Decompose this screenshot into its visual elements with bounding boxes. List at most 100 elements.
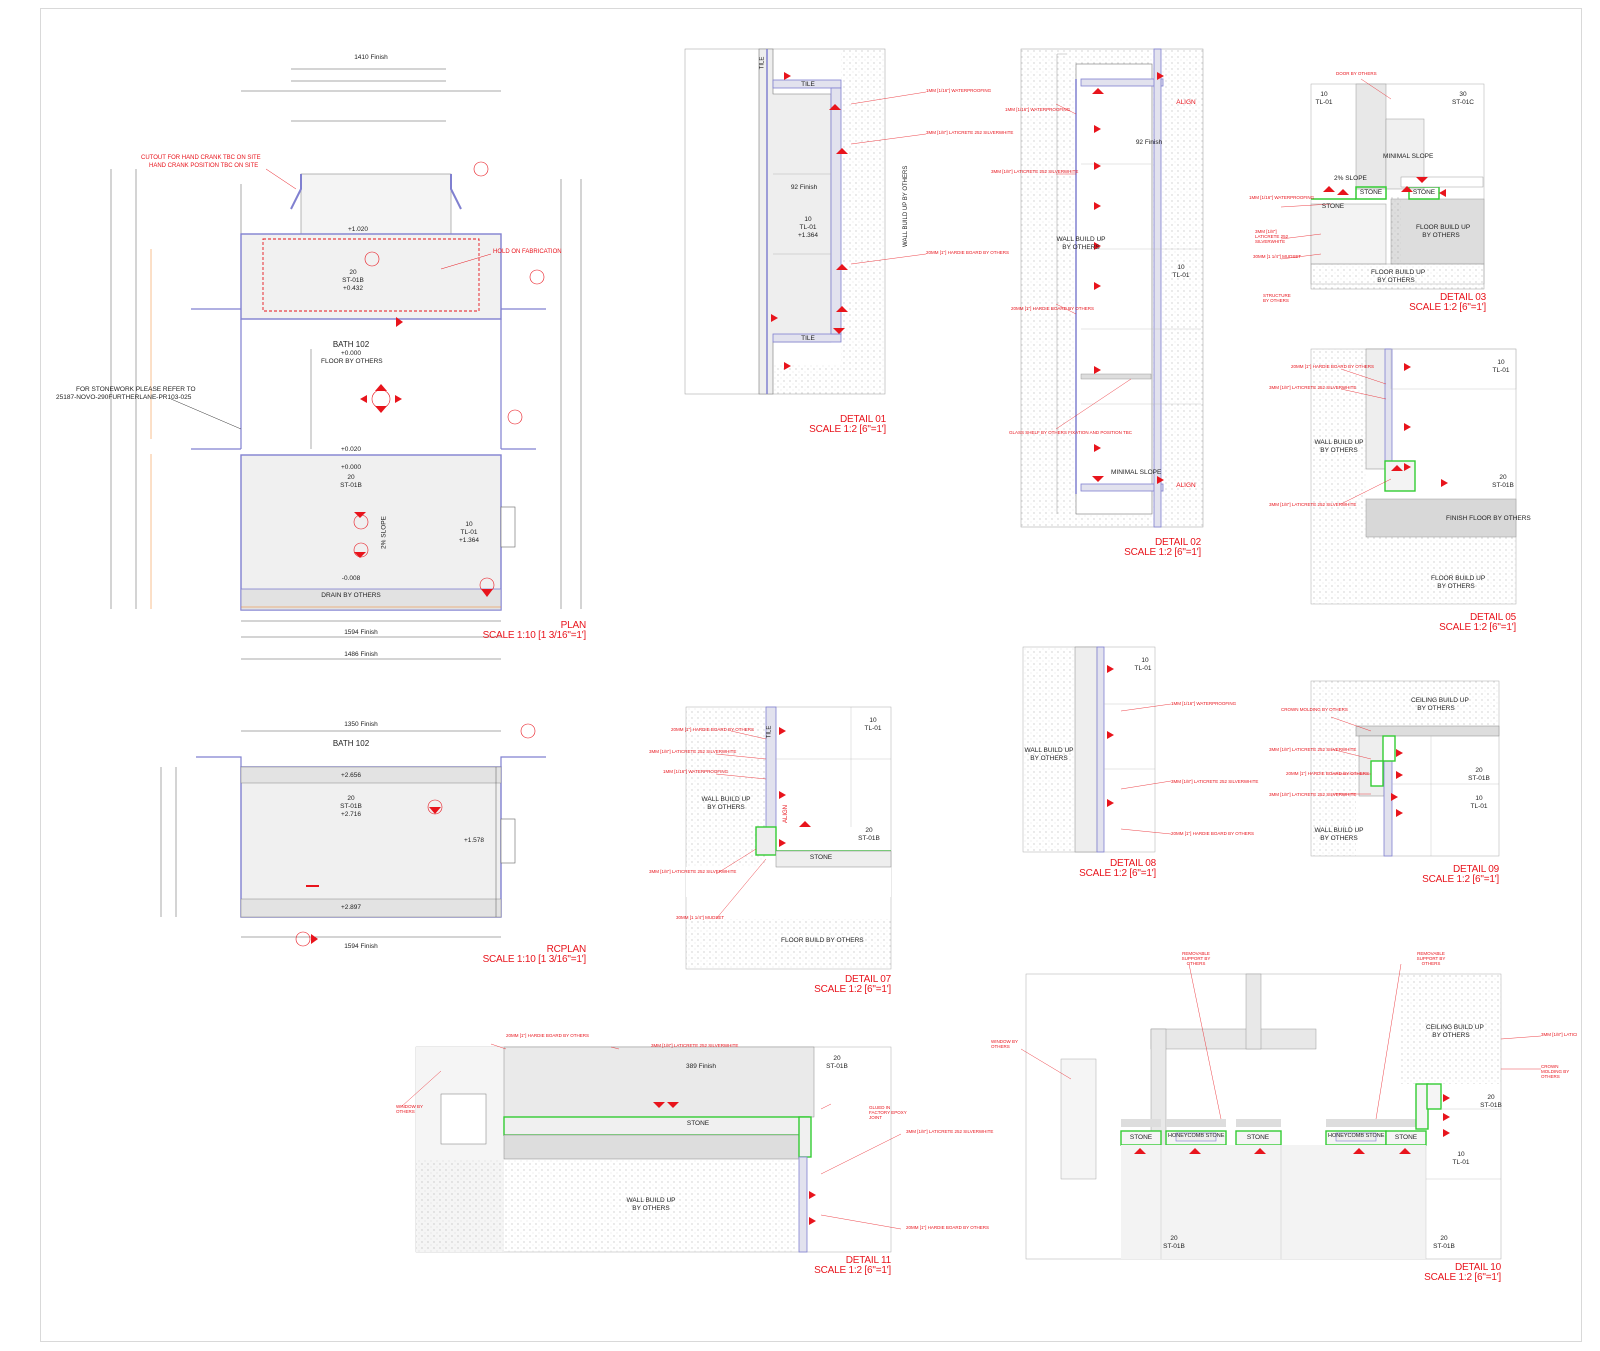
detail-10-material-a: ST-01B <box>1480 1102 1502 1109</box>
detail-03-title-scale: SCALE 1:2 [6"=1'] <box>1409 302 1486 313</box>
detail-01-title: DETAIL 01 SCALE 1:2 [6"=1'] <box>801 415 886 435</box>
detail-05-code-a: 10 <box>1497 359 1505 366</box>
detail-10-stone-3: STONE <box>1394 1134 1418 1141</box>
plan-room-name: BATH 102 <box>332 340 370 349</box>
detail-07-title: DETAIL 07 SCALE 1:2 [6"=1'] <box>806 975 891 995</box>
plan-stonework-note-2: 25187-NOVO-290FURTHERLANE-PR103-025 <box>56 394 192 401</box>
detail-08-note-1: 1MM [1/16"] WATERPROOFING <box>1171 701 1237 706</box>
detail-08-title: DETAIL 08 SCALE 1:2 [6"=1'] <box>1071 859 1156 879</box>
detail-09-view: CEILING BUILD UP BY OTHERS 20 ST-01B 10 … <box>1241 669 1541 899</box>
detail-11-view: 389 Finish 20 ST-01B STONE WALL BUILD UP… <box>361 1019 993 1289</box>
detail-10-code-d: 20 <box>1440 1235 1448 1242</box>
detail-01-tile-top: TILE <box>801 81 815 88</box>
plan-drain-note: DRAIN BY OTHERS <box>321 592 381 599</box>
detail-08-title-name: DETAIL 08 <box>1110 858 1156 869</box>
detail-05-note-3: 3MM [1/8"] LATICRETE 252 SILVERWHITE <box>1269 502 1357 507</box>
detail-09-drawing <box>1310 680 1500 857</box>
detail-07-material: TL-01 <box>864 725 882 732</box>
detail-11-material: ST-01B <box>826 1063 848 1070</box>
detail-01-drawing <box>684 48 927 395</box>
detail-10-ceiling-1: CEILING BUILD UP <box>1426 1024 1484 1031</box>
detail-01-code: 10 <box>804 216 812 223</box>
detail-03-minimal: MINIMAL SLOPE <box>1383 153 1434 160</box>
plan-niche-material: ST-01B <box>342 277 364 284</box>
detail-02-drawing <box>1020 48 1204 528</box>
plan-shower-material: ST-01B <box>340 482 362 489</box>
detail-10-stone-1: STONE <box>1129 1134 1153 1141</box>
plan-niche-code: 20 <box>349 269 357 276</box>
detail-10-code-c: 20 <box>1170 1235 1178 1242</box>
detail-05-material-a: TL-01 <box>1492 367 1510 374</box>
rcplan-level-2: +2.716 <box>340 811 362 818</box>
detail-07-floor-note: FLOOR BUILD BY OTHERS <box>781 937 864 944</box>
detail-07-stone: STONE <box>809 854 833 861</box>
detail-02-note-4: GLASS SHELF BY OTHERS FIXATION AND POSIT… <box>1009 430 1133 435</box>
detail-09-wall-note-1: WALL BUILD UP <box>1314 827 1364 834</box>
detail-08-code: 10 <box>1141 657 1149 664</box>
plan-slope-note: 2% SLOPE <box>380 516 388 549</box>
detail-09-material-a: ST-01B <box>1468 775 1490 782</box>
detail-09-note-2: 3MM [1/8"] LATICRETE 252 SILVERWHITE <box>1269 747 1357 752</box>
rcplan-title-scale: SCALE 1:10 [1 3/16"=1'] <box>482 954 587 965</box>
detail-03-drawing <box>1280 78 1485 290</box>
detail-10-honeycomb-1: HONEYCOMB STONE <box>1168 1133 1225 1139</box>
plan-title-name: PLAN <box>560 620 587 631</box>
detail-02-view: ALIGN ALIGN 92 Finish 10 TL-01 WALL BUIL… <box>961 44 1241 564</box>
detail-07-material-b: ST-01B <box>858 835 880 842</box>
plan-dim-b: 1486 Finish <box>344 651 378 658</box>
detail-07-code: 10 <box>869 717 877 724</box>
detail-02-wall-note-2: BY OTHERS <box>1062 244 1100 251</box>
detail-05-code-b: 20 <box>1499 474 1507 481</box>
detail-08-wall-note-1: WALL BUILD UP <box>1024 747 1074 754</box>
detail-02-dim: 92 Finish <box>1135 139 1163 146</box>
rcplan-level-1: +2.656 <box>340 772 362 779</box>
detail-05-floor-note-2: BY OTHERS <box>1437 583 1475 590</box>
detail-10-note-3: WINDOW BY OTHERS <box>991 1039 1018 1049</box>
rcplan-drawing <box>160 723 546 947</box>
detail-08-note-2: 3MM [1/8"] LATICRETE 252 SILVERWHITE <box>1171 779 1259 784</box>
plan-niche-level: +0.432 <box>342 285 364 292</box>
detail-03-note-3: 3MM [1/8"] LATICRETE 252 SILVERWHITE <box>1255 229 1289 244</box>
detail-02-note-3: 20MM [1"] HARDIE BOARD BY OTHERS <box>1011 306 1095 311</box>
plan-tile-material: TL-01 <box>460 529 478 536</box>
detail-02-slope: MINIMAL SLOPE <box>1111 469 1162 476</box>
detail-10-material-b: TL-01 <box>1452 1159 1470 1166</box>
detail-03-title: DETAIL 03 SCALE 1:2 [6"=1'] <box>1401 293 1486 313</box>
detail-07-drawing <box>685 706 892 970</box>
detail-03-stone-2: STONE <box>1412 189 1436 196</box>
detail-03-floor-note-2: BY OTHERS <box>1422 232 1460 239</box>
detail-08-drawing <box>1022 646 1172 853</box>
plan-title: PLAN SCALE 1:10 [1 3/16"=1'] <box>481 620 587 641</box>
detail-07-align: ALIGN <box>783 804 790 824</box>
rcplan-dim-bottom: 1594 Finish <box>344 943 378 950</box>
plan-stonework-note-1: FOR STONEWORK PLEASE REFER TO <box>76 386 196 393</box>
drawing-sheet: 1410 Finish CUTOUT FOR HAND CRANK TBC ON… <box>40 8 1582 1342</box>
plan-cutout-note-2: HAND CRANK POSITION TBC ON SITE <box>149 163 259 169</box>
detail-10-note-4: 3MM [1/8"] LATICRETE 252 SILVERWHITE <box>1541 1032 1577 1037</box>
detail-01-note-3: 20MM [1"] HARDIE BOARD BY OTHERS <box>926 250 1010 255</box>
detail-07-note-4: 3MM [1/8"] LATICRETE 252 SILVERWHITE <box>649 869 737 874</box>
detail-02-wall-note-1: WALL BUILD UP <box>1056 236 1106 243</box>
detail-05-view: 10 TL-01 WALL BUILD UP BY OTHERS 20 ST-0… <box>1241 339 1541 639</box>
detail-03-stone-1: STONE <box>1359 189 1383 196</box>
detail-08-title-scale: SCALE 1:2 [6"=1'] <box>1079 868 1156 879</box>
detail-01-wall-note: WALL BUILD UP BY OTHERS <box>903 165 909 247</box>
plan-niche-top: +1.020 <box>347 226 369 233</box>
detail-01-view: TILE TILE TILE 92 Finish 10 TL-01 +1.364… <box>681 44 1013 435</box>
detail-11-note-1: 20MM [1"] HARDIE BOARD BY OTHERS <box>506 1033 590 1038</box>
detail-03-stone-3: STONE <box>1321 203 1345 210</box>
plan-floor-level: +0.000 <box>340 350 362 357</box>
detail-03-material-b: ST-01C <box>1451 99 1475 106</box>
rcplan-level-3: +1.578 <box>463 837 485 844</box>
detail-03-slope: 2% SLOPE <box>1334 175 1367 182</box>
detail-11-title-name: DETAIL 11 <box>845 1255 891 1266</box>
detail-10-honeycomb-2: HONEYCOMB STONE <box>1328 1133 1385 1139</box>
detail-05-title: DETAIL 05 SCALE 1:2 [6"=1'] <box>1431 613 1516 633</box>
detail-09-note-4: 3MM [1/8"] LATICRETE 252 SILVERWHITE <box>1269 792 1357 797</box>
detail-03-note-5: STRUCTURE BY OTHERS <box>1263 293 1291 303</box>
detail-05-wall-note-1: WALL BUILD UP <box>1314 439 1364 446</box>
detail-09-ceiling-2: BY OTHERS <box>1417 705 1455 712</box>
detail-11-note-6: 20MM [1"] HARDIE BOARD BY OTHERS <box>906 1225 990 1230</box>
detail-09-note-1: CROWN MOLDING BY OTHERS <box>1281 707 1348 712</box>
rcplan-view: 1350 Finish BATH 102 +2.656 20 ST-01B +2… <box>41 709 661 979</box>
